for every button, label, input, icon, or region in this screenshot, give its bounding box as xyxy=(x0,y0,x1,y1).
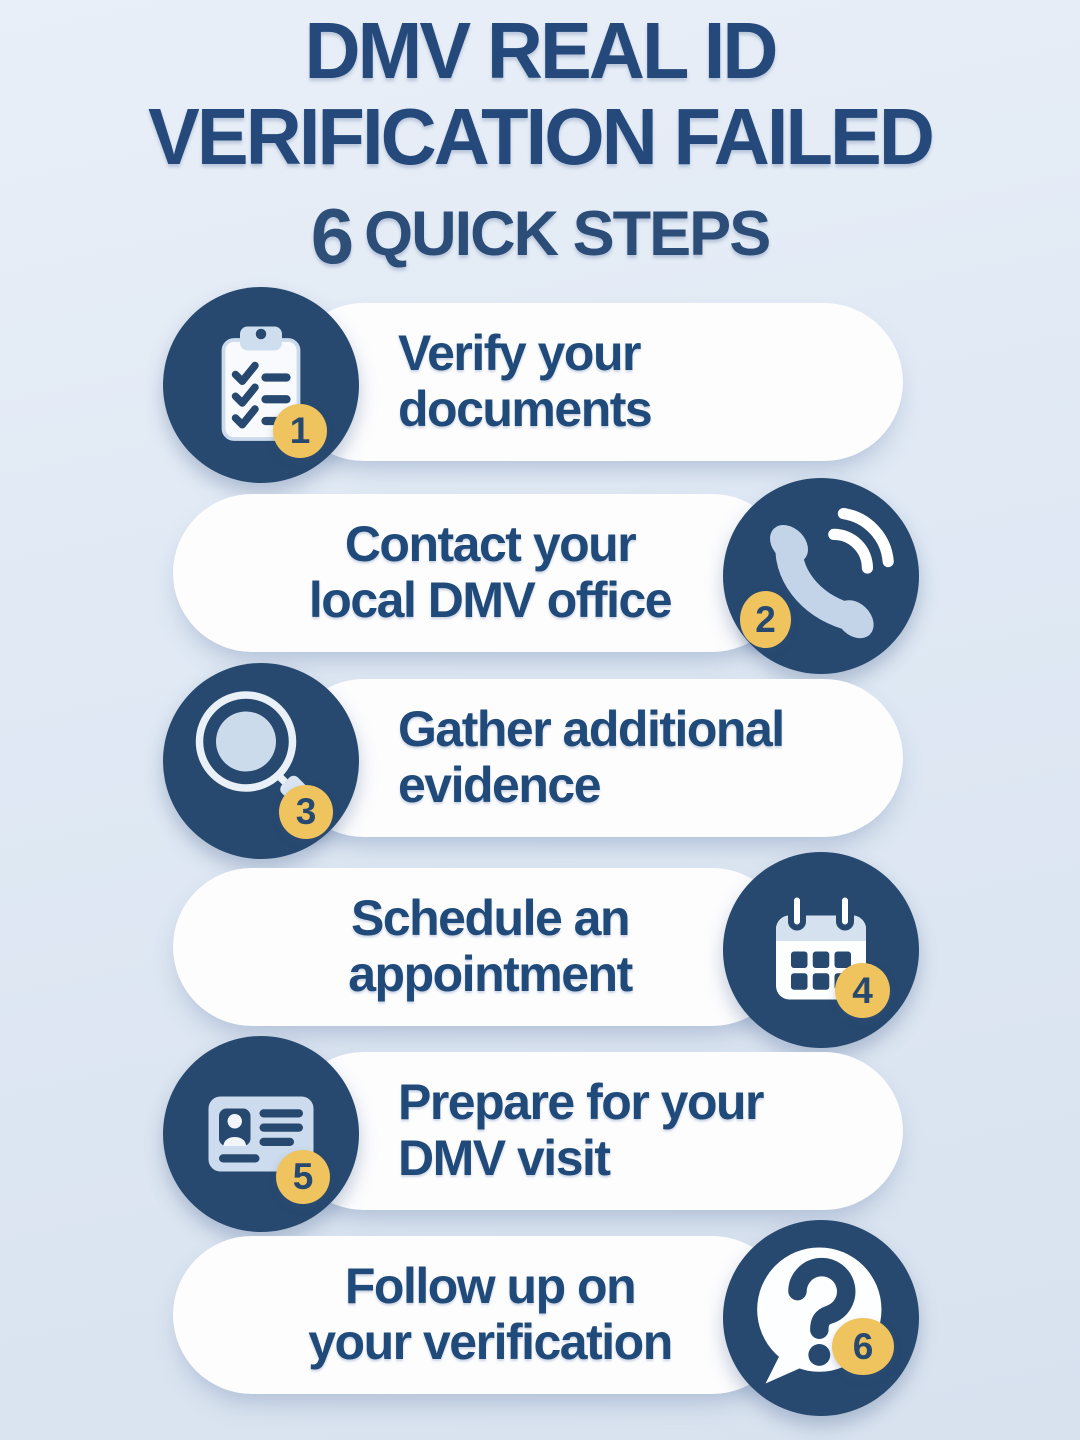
step-row-2: Contact your local DMV office 2 xyxy=(0,478,1080,674)
step-icon-circle: 1 xyxy=(163,287,359,483)
magnifier-icon xyxy=(195,691,310,805)
step-number-badge: 1 xyxy=(273,404,327,458)
step-card xyxy=(285,679,903,837)
step-label-line: your verification xyxy=(308,1314,673,1370)
step-icon-circle: 4 xyxy=(723,852,919,1048)
step-label-line: appointment xyxy=(348,946,633,1002)
step-number-badge: 4 xyxy=(835,963,890,1018)
step-card xyxy=(285,1052,903,1210)
step-label: Follow up on your verification xyxy=(205,1258,775,1370)
step-row-5: Prepare for your DMV visit 5 xyxy=(0,1036,1080,1232)
step-label-line: Follow up on xyxy=(344,1258,637,1314)
subtitle-label: QUICK STEPS xyxy=(364,198,771,269)
step-card xyxy=(285,303,903,461)
step-label-line: documents xyxy=(398,381,653,437)
step-card xyxy=(173,494,791,652)
step-icon-circle: 5 xyxy=(163,1036,359,1232)
step-label: Gather additional evidence xyxy=(398,701,878,813)
step-label: Contact your local DMV office xyxy=(205,516,775,628)
step-number-badge: 6 xyxy=(832,1318,894,1375)
step-number-badge: 5 xyxy=(276,1150,330,1204)
step-icon-circle: 2 xyxy=(723,478,919,674)
phone-icon xyxy=(769,508,894,639)
step-label: Verify your documents xyxy=(398,325,878,437)
step-row-4: Schedule an appointment 4 xyxy=(0,852,1080,1048)
title-line-1: DMV REAL ID xyxy=(304,6,779,95)
step-row-1: Verify your documents 1 xyxy=(0,287,1080,483)
step-count: 6 xyxy=(310,191,354,280)
step-label: Prepare for your DMV visit xyxy=(398,1074,878,1186)
step-row-3: Gather additional evidence 3 xyxy=(0,663,1080,859)
question-bubble-icon xyxy=(757,1247,882,1384)
step-card xyxy=(173,868,791,1026)
step-icon-circle: 6 xyxy=(723,1220,919,1416)
step-icon-circle: 3 xyxy=(163,663,359,859)
step-label-line: Gather additional xyxy=(398,701,785,757)
step-label-line: DMV visit xyxy=(398,1130,611,1186)
step-label-line: Prepare for your xyxy=(398,1074,765,1130)
step-label-line: Schedule an xyxy=(350,890,631,946)
page-title: DMV REAL ID VERIFICATION FAILED xyxy=(16,6,1064,182)
id-card-icon xyxy=(208,1096,314,1172)
step-label-line: evidence xyxy=(398,757,602,813)
step-label-line: local DMV office xyxy=(308,572,673,628)
step-row-6: Follow up on your verification 6 xyxy=(0,1220,1080,1416)
step-label-line: Verify your xyxy=(398,325,641,381)
step-card xyxy=(173,1236,791,1394)
step-number-badge: 3 xyxy=(279,785,333,839)
step-label: Schedule an appointment xyxy=(205,890,775,1002)
step-label-line: Contact your xyxy=(344,516,637,572)
step-number-badge: 2 xyxy=(740,591,791,648)
title-line-2: VERIFICATION FAILED xyxy=(148,92,935,182)
